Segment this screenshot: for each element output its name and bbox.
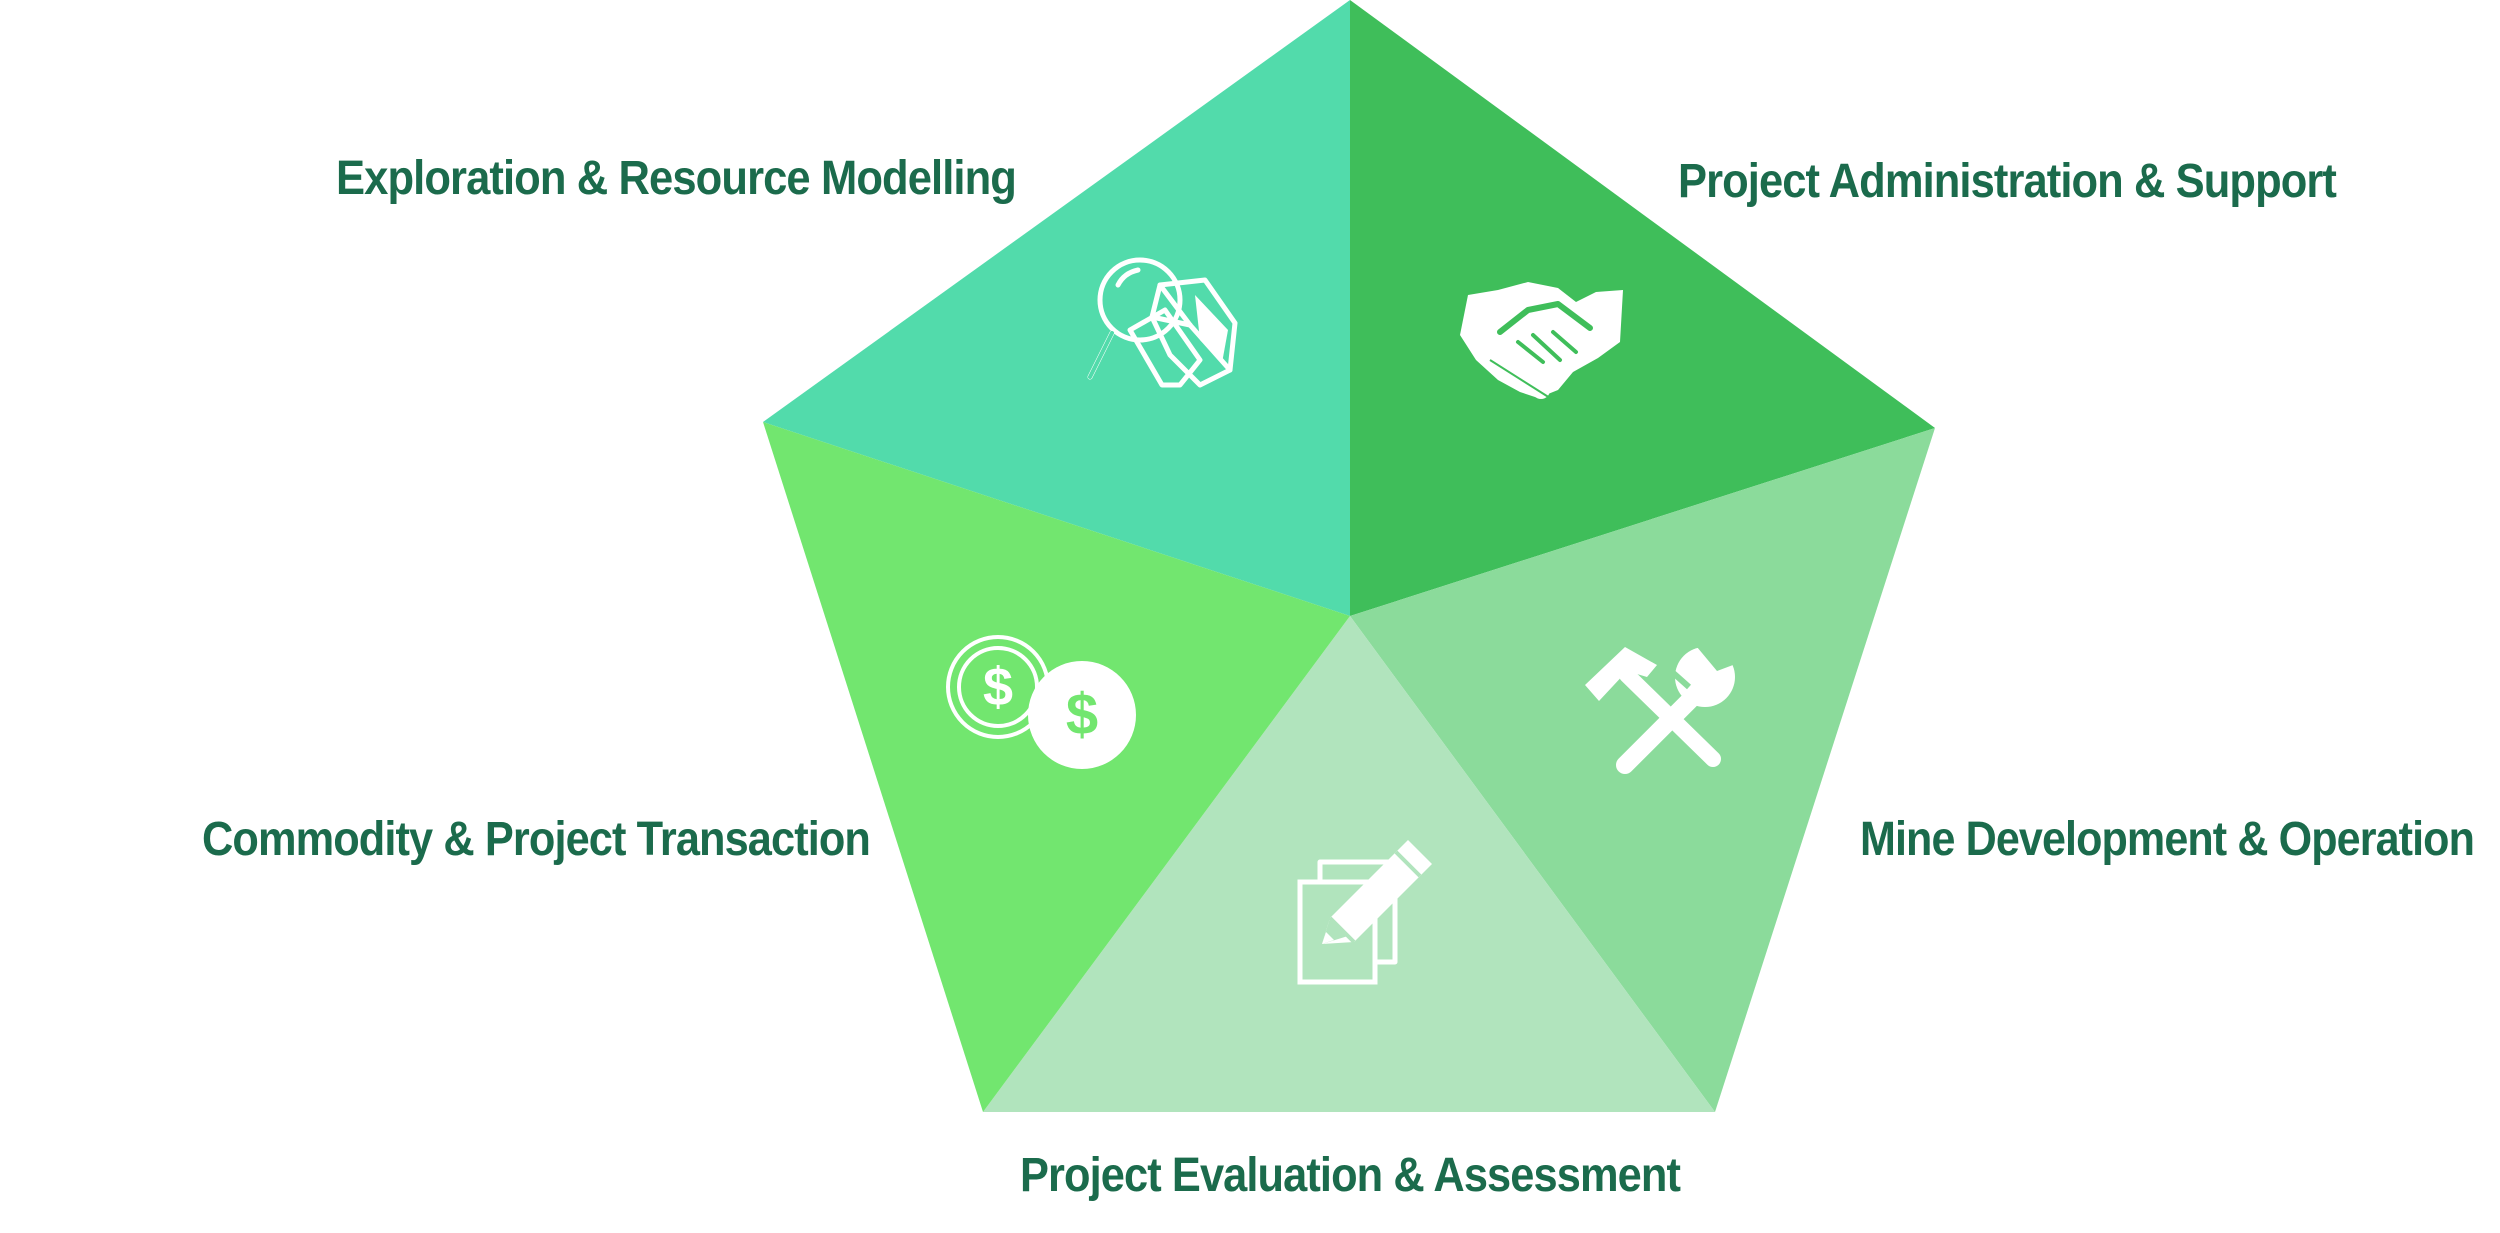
magnifier-rock-icon xyxy=(1087,257,1238,388)
label-commodity: Commodity & Project Transaction xyxy=(202,813,870,866)
segment-mine-development xyxy=(1350,428,1935,1112)
segment-administration xyxy=(1350,0,1935,616)
label-evaluation: Project Evaluation & Assessment xyxy=(1020,1149,1681,1202)
label-mine-development: Mine Development & Operation xyxy=(1860,813,2474,866)
label-administration: Project Administration & Support xyxy=(1678,155,2337,208)
label-exploration: Exploration & Resource Modelling xyxy=(336,152,1016,205)
handshake-icon xyxy=(1460,282,1623,399)
segment-commodity xyxy=(763,422,1350,1112)
svg-text:$: $ xyxy=(1066,682,1098,747)
hammer-wrench-icon xyxy=(1585,633,1740,774)
coins-dollar-icon: $ $ xyxy=(946,635,1136,769)
svg-text:$: $ xyxy=(983,657,1013,717)
segment-exploration xyxy=(763,0,1350,616)
document-pencil-icon xyxy=(1297,840,1432,985)
